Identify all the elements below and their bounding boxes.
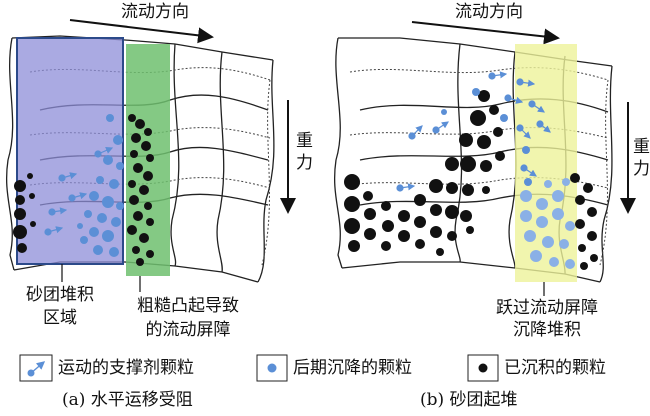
left-panel (5, 19, 296, 292)
flow-arrow-left (69, 19, 214, 44)
legend-icons (19, 354, 499, 382)
barrier-label-line1: 粗糙凸起导致 (137, 296, 239, 316)
caption-left: (a) 水平运移受阻 (62, 390, 193, 410)
deposited-particles-right (344, 90, 598, 270)
barrier-label-line2: 的流动屏障 (145, 320, 231, 340)
flow-direction-label-right: 流动方向 (455, 2, 523, 22)
moving-particles-right (396, 71, 551, 192)
settle-label-line1: 跃过流动屏障 (496, 298, 598, 318)
legend-settling-label: 后期沉降的颗粒 (293, 358, 412, 378)
settling-particles-left (77, 114, 124, 257)
legend-deposited-label: 已沉积的颗粒 (504, 358, 606, 378)
settling-particles-right (520, 178, 575, 269)
zone-label-line2: 区域 (43, 308, 77, 328)
caption-right: (b) 砂团起堆 (420, 390, 518, 410)
flow-direction-label-left: 流动方向 (121, 2, 189, 22)
legend-moving-label: 运动的支撑剂颗粒 (58, 358, 194, 378)
zone-label-line1: 砂团堆积 (26, 285, 94, 305)
settle-label-line2: 沉降堆积 (513, 320, 581, 340)
moving-particles-left (44, 147, 114, 236)
gravity-label-left: 重力 (296, 131, 313, 173)
gravity-label-right: 重力 (633, 137, 650, 179)
right-panel (333, 21, 636, 296)
flow-arrow-right (411, 21, 560, 45)
deposited-particles-left (13, 114, 154, 266)
